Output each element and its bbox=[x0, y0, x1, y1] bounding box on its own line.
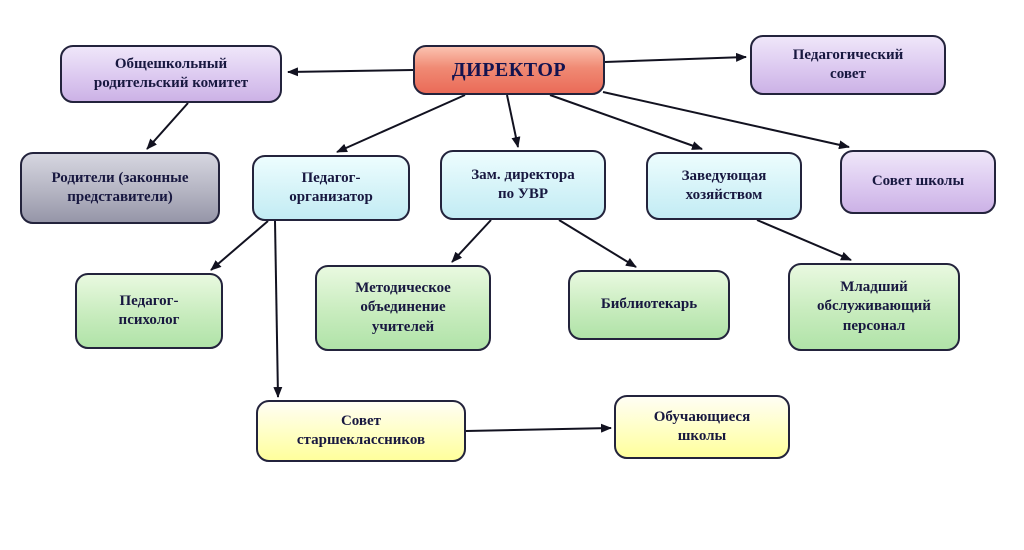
node-label-line: Методическое bbox=[355, 279, 451, 296]
node-school-council: Совет школы bbox=[840, 150, 996, 214]
node-pedagogical-council: Педагогический совет bbox=[750, 35, 946, 95]
node-label-line: хозяйством bbox=[685, 187, 763, 203]
node-label-line: Заведующая bbox=[681, 167, 767, 184]
node-label-line: Совет школы bbox=[871, 173, 965, 190]
node-head-of-household: Заведующая хозяйством bbox=[646, 152, 802, 220]
edge-teacher-organizer-to-seniors-council bbox=[273, 220, 283, 398]
edge-director-to-teacher-organizer bbox=[336, 94, 466, 153]
node-label-line: Общешкольный bbox=[114, 55, 228, 72]
node-director: ДИРЕКТОР bbox=[413, 45, 605, 95]
edge-teacher-organizer-to-psychologist bbox=[210, 220, 269, 271]
node-label-line: Совет bbox=[340, 412, 382, 429]
node-label-line: школы bbox=[677, 428, 727, 444]
edge-head-of-household-to-junior-staff bbox=[756, 219, 852, 261]
node-label-line: учителей bbox=[371, 318, 435, 335]
node-label-line: Педагог- bbox=[119, 292, 179, 309]
edge-director-to-school-council bbox=[602, 91, 850, 150]
node-deputy-director: Зам. директора по УВР bbox=[440, 150, 606, 220]
edge-parent-committee-to-parents bbox=[146, 102, 189, 150]
node-label-line: объединение bbox=[360, 299, 446, 316]
node-label-line: Родители (законные bbox=[51, 169, 189, 186]
node-label-line: совет bbox=[830, 66, 866, 82]
edge-deputy-director-to-methodical-association bbox=[451, 219, 492, 263]
node-junior-staff: Младший обслуживающий персонал bbox=[788, 263, 960, 351]
node-label-line: родительский комитет bbox=[93, 75, 249, 91]
node-label-line: Педагог- bbox=[301, 169, 361, 186]
node-label-line: Педагогический bbox=[792, 46, 904, 63]
node-label-line: психолог bbox=[118, 312, 180, 328]
edge-director-to-deputy-director bbox=[506, 94, 521, 148]
node-label-line: Зам. директора bbox=[471, 166, 575, 183]
node-psychologist: Педагог-психолог bbox=[75, 273, 223, 349]
node-label-line: обслуживающий bbox=[817, 298, 931, 315]
node-label-line: организатор bbox=[289, 189, 373, 205]
node-label-line: старшеклассников bbox=[296, 432, 426, 448]
node-label-line: Младший bbox=[840, 278, 908, 295]
node-label-line: Обучающиеся bbox=[653, 408, 751, 425]
node-label-line: по УВР bbox=[497, 186, 549, 202]
node-librarian: Библиотекарь bbox=[568, 270, 730, 340]
node-students: Обучающиеся школы bbox=[614, 395, 790, 459]
edge-director-to-parent-committee bbox=[287, 67, 414, 77]
edge-director-to-head-of-household bbox=[549, 94, 703, 150]
edge-director-to-pedagogical-council bbox=[604, 52, 747, 63]
node-label-line: представители) bbox=[67, 189, 173, 205]
node-label-line: ДИРЕКТОР bbox=[451, 59, 567, 81]
node-label-line: персонал bbox=[842, 317, 906, 334]
node-methodical-association: Методическое объединение учителей bbox=[315, 265, 491, 351]
node-parents: Родители (законные представители) bbox=[20, 152, 220, 224]
edge-deputy-director-to-librarian bbox=[558, 219, 637, 268]
node-parent-committee: Общешкольный родительский комитет bbox=[60, 45, 282, 103]
node-teacher-organizer: Педагог-организатор bbox=[252, 155, 410, 221]
node-label-line: Библиотекарь bbox=[600, 296, 698, 313]
node-seniors-council: Совет старшеклассников bbox=[256, 400, 466, 462]
edge-seniors-council-to-students bbox=[465, 423, 612, 433]
